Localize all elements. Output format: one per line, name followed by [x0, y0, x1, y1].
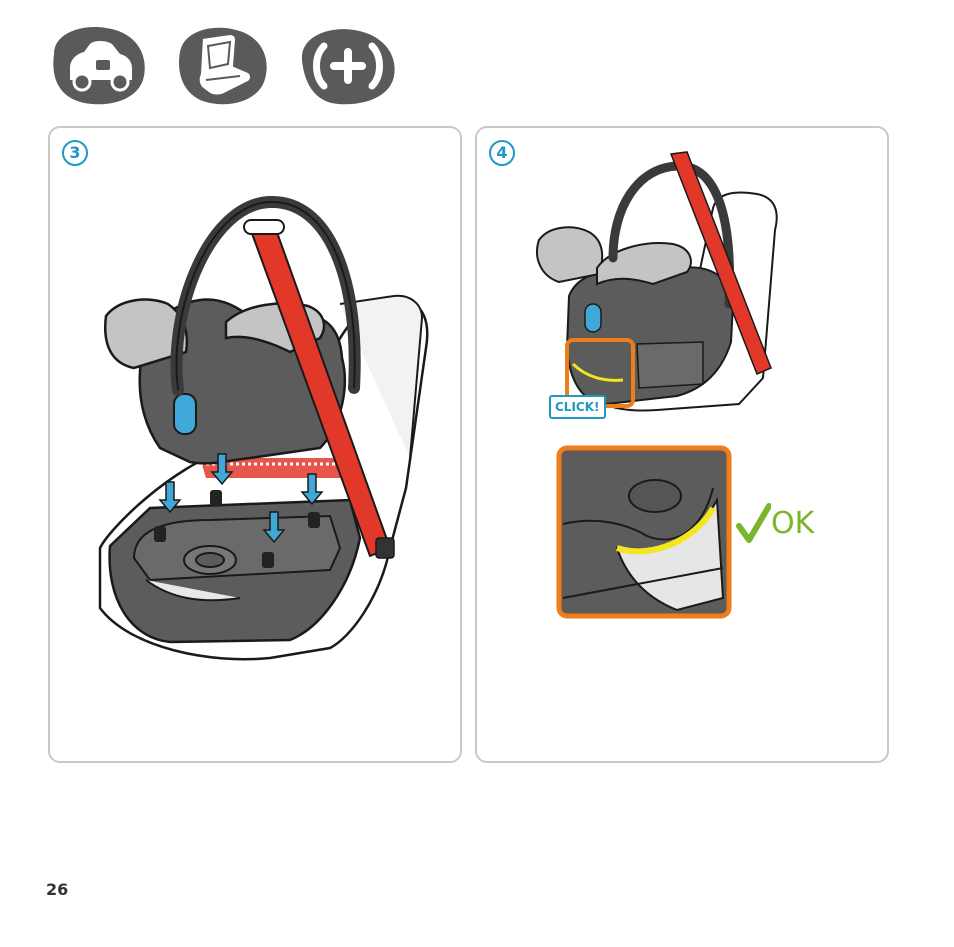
step-4-panel: 4 CLICK! OK	[475, 126, 889, 763]
click-label: CLICK!	[549, 395, 606, 419]
page-number: 26	[46, 880, 68, 899]
child-seat-icon	[172, 24, 272, 106]
car-icon	[44, 24, 152, 106]
plus-icon	[294, 24, 402, 106]
check-icon	[735, 502, 771, 546]
step-3-panel: 3	[48, 126, 462, 763]
step-4-illustration	[477, 128, 887, 761]
step-3-illustration	[50, 128, 460, 761]
ok-label: OK	[771, 504, 814, 544]
